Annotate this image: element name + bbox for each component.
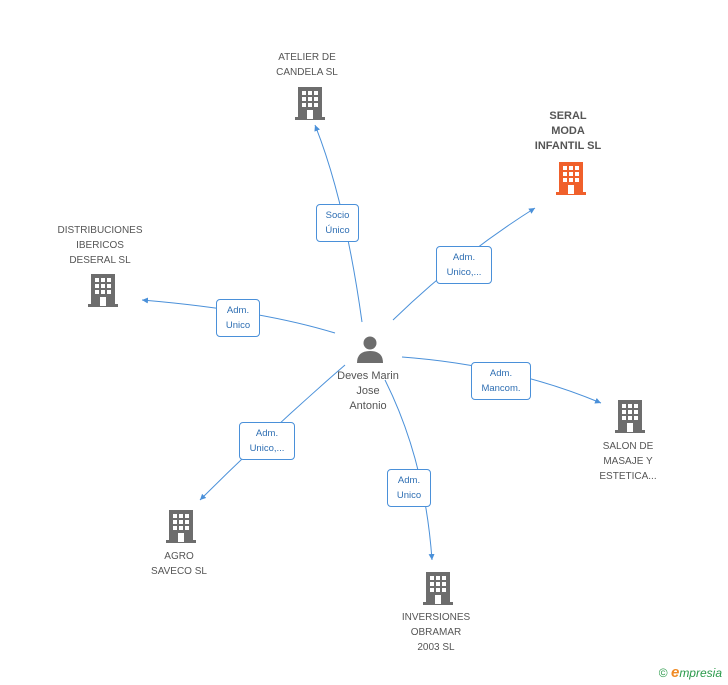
person-icon[interactable] <box>355 334 385 364</box>
company-label-salon[interactable]: SALON DE MASAJE Y ESTETICA... <box>599 439 656 484</box>
company-label-line: IBERICOS <box>76 240 124 251</box>
relation-label-line: Unico,... <box>446 267 482 278</box>
company-label-distribuciones[interactable]: DISTRIBUCIONES IBERICOS DESERAL SL <box>57 223 142 268</box>
person-name-line-1: Deves Marin <box>337 370 399 382</box>
company-label-line: MASAJE Y <box>603 456 653 467</box>
relation-label-line: Unico <box>225 320 251 331</box>
company-label-agro[interactable]: AGRO SAVECO SL <box>151 549 207 579</box>
relation-label-line: Adm. <box>452 252 476 263</box>
company-label-line: INFANTIL SL <box>534 140 602 152</box>
relation-label-line: Adm. <box>397 475 421 486</box>
company-label-seral[interactable]: SERAL MODA INFANTIL SL <box>535 109 601 154</box>
relation-label-atelier[interactable]: Socio Único <box>316 204 359 242</box>
company-label-inversiones[interactable]: INVERSIONES OBRAMAR 2003 SL <box>402 610 470 655</box>
building-icon[interactable] <box>555 160 587 201</box>
relation-label-line: Adm. <box>255 428 279 439</box>
brand-logo-text: mpresia <box>679 666 722 680</box>
building-icon[interactable] <box>294 85 326 126</box>
relation-label-line: Único <box>325 225 350 236</box>
company-label-line: DISTRIBUCIONES <box>57 225 143 236</box>
relation-label-salon[interactable]: Adm. Mancom. <box>471 362 531 400</box>
company-label-line: SAVECO SL <box>151 566 207 577</box>
building-icon[interactable] <box>87 272 119 313</box>
company-label-line: CANDELA SL <box>276 67 338 78</box>
company-label-line: INVERSIONES <box>401 612 471 623</box>
company-label-line: DESERAL SL <box>69 255 131 266</box>
relation-label-line: Adm. <box>489 368 513 379</box>
company-label-line: AGRO <box>164 551 194 562</box>
copyright-symbol: © <box>658 666 668 680</box>
relation-label-line: Unico <box>396 490 422 501</box>
relation-label-line: Adm. <box>226 305 250 316</box>
relation-label-distribuciones[interactable]: Adm. Unico <box>216 299 260 337</box>
company-label-atelier[interactable]: ATELIER DE CANDELA SL <box>276 50 338 80</box>
brand-logo-initial: e <box>670 664 680 681</box>
relation-label-line: Mancom. <box>481 383 521 394</box>
company-label-line: ATELIER DE <box>278 52 336 63</box>
company-label-line: 2003 SL <box>417 642 455 653</box>
company-label-line: ESTETICA... <box>599 471 657 482</box>
edge-inversiones <box>384 379 435 561</box>
person-name-line-3: Antonio <box>349 400 387 412</box>
person-name-line-2: Jose <box>356 385 380 397</box>
company-label-line: SALON DE <box>602 441 654 452</box>
building-icon[interactable] <box>614 398 646 439</box>
company-label-line: OBRAMAR <box>410 627 462 638</box>
company-label-line: SERAL <box>549 110 587 122</box>
person-name[interactable]: Deves Marin Jose Antonio <box>337 369 399 414</box>
relation-label-agro[interactable]: Adm. Unico,... <box>239 422 295 460</box>
building-icon[interactable] <box>165 508 197 549</box>
relation-label-line: Unico,... <box>249 443 285 454</box>
relation-label-seral[interactable]: Adm. Unico,... <box>436 246 492 284</box>
brand-watermark: © empresia <box>659 664 722 681</box>
relation-label-line: Socio <box>325 210 350 221</box>
building-icon[interactable] <box>422 570 454 611</box>
relation-label-inversiones[interactable]: Adm. Unico <box>387 469 431 507</box>
company-label-line: MODA <box>551 125 585 137</box>
